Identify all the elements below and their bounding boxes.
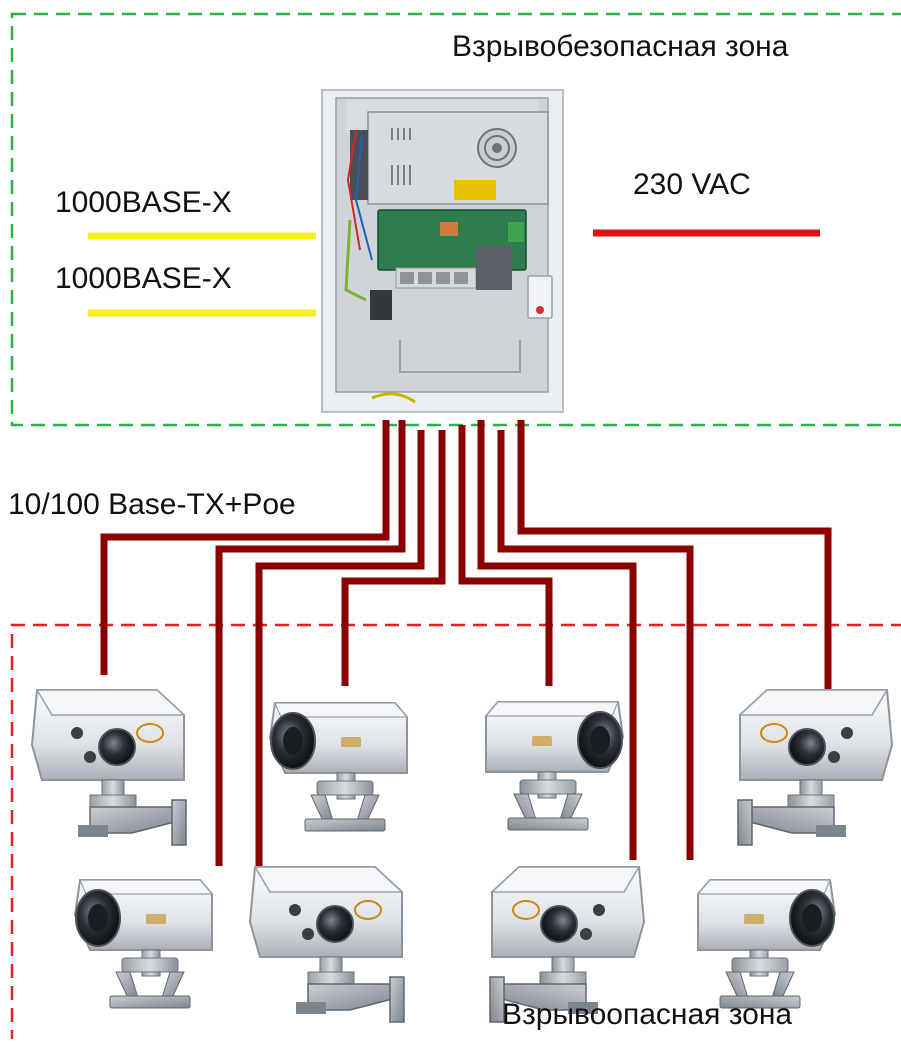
safe-zone-label: Взрывобезопасная зона [452,30,789,63]
poe-cable-3 [255,430,425,866]
power-label: 230 VAC [633,168,751,201]
network-switch-cabinet-icon [321,89,564,413]
camera-6 [249,866,405,1023]
camera-4 [737,689,893,846]
camera-5 [74,879,213,1009]
poe-cables [100,420,832,866]
poe-label: 10/100 Base-TX+Poe [8,488,296,521]
hazardous-zone-border [10,623,901,1044]
poe-cable-1 [100,420,390,675]
poe-cable-5 [458,425,553,686]
fiber-label-2: 1000BASE-X [55,262,232,295]
camera-1 [31,689,187,846]
fiber-label-1: 1000BASE-X [55,186,232,219]
poe-cable-7 [497,430,694,860]
poe-cable-6 [477,420,637,860]
camera-2 [269,702,408,832]
poe-cable-8 [517,420,832,690]
poe-cable-4 [341,430,446,686]
camera-3 [485,701,624,831]
poe-cable-2 [215,420,406,866]
camera-8 [697,879,836,1009]
hazardous-zone-label: Взрывоопасная зона [502,998,793,1031]
